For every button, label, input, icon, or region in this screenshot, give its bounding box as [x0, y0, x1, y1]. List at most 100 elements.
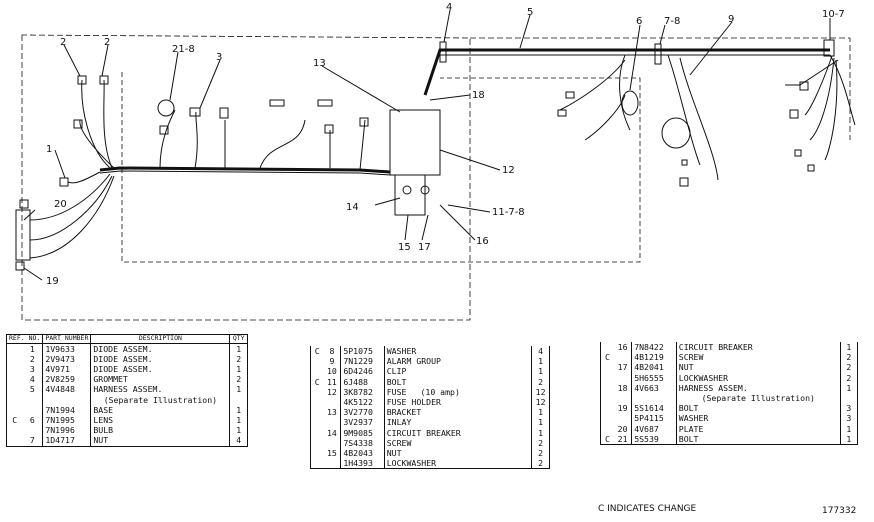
ref-number [614, 352, 633, 363]
part-number: 7N8422 [631, 342, 677, 353]
ref-number [614, 372, 633, 383]
quantity: 1 [531, 417, 550, 428]
callout: 14 [346, 202, 359, 213]
qty-header: QTY [229, 334, 248, 344]
change-mark [311, 417, 324, 427]
ref-number [323, 417, 342, 428]
change-mark [311, 356, 324, 366]
part-number: 3V2937 [340, 417, 385, 428]
description: NUT [386, 448, 402, 459]
description: WASHER [386, 346, 417, 356]
desc-header: DESCRIPTION [90, 334, 231, 344]
description: CIRCUIT BREAKER [678, 342, 753, 352]
ref-number: 15 [323, 448, 342, 459]
change-mark [601, 413, 615, 423]
quantity: 1 [839, 342, 858, 353]
part-number: 6J488 [340, 376, 385, 387]
quantity: 1 [229, 425, 248, 436]
description: BASE [93, 404, 114, 415]
description: HARNESS ASSEM. [678, 382, 748, 393]
callout: 20 [54, 199, 67, 210]
ref-number [22, 425, 44, 436]
ref-number: 8 [323, 346, 342, 357]
description: GROMMET [93, 374, 128, 385]
description: SCREW [678, 352, 704, 363]
change-mark [601, 383, 615, 393]
part-header: PART NUMBER [42, 334, 92, 344]
callout: 6 [636, 16, 642, 27]
part-number: 2V8259 [42, 374, 92, 385]
part-number: 4V663 [631, 382, 677, 394]
description: LOCKWASHER [386, 458, 437, 469]
part-number [42, 394, 92, 405]
quantity: 1 [839, 423, 858, 434]
description: LENS [93, 414, 114, 425]
callout: 3 [216, 52, 222, 63]
ref-number [22, 394, 44, 405]
description: BRACKET [386, 407, 422, 418]
change-legend: C INDICATES CHANGE [598, 504, 697, 514]
part-number: 7N1229 [340, 356, 385, 367]
description: INLAY [386, 417, 412, 428]
description-text: FUSE [386, 386, 407, 397]
part-number [631, 393, 677, 404]
part-number: 5H6555 [631, 372, 677, 383]
callout: 15 [398, 242, 411, 253]
callout: 9 [728, 14, 734, 25]
description: ALARM GROUP [386, 356, 441, 367]
main-harness [99, 166, 391, 174]
fuse-panel [389, 109, 441, 176]
description: WASHER [678, 413, 709, 424]
ref-number: 2 [22, 353, 44, 364]
ref-number [22, 404, 44, 415]
quantity: 1 [229, 414, 248, 426]
table-row: (Separate Illustration) [7, 394, 248, 405]
description: DIODE ASSEM. [93, 353, 153, 364]
drawing-number: 177332 [822, 506, 857, 516]
change-mark: C [314, 376, 320, 387]
change-mark [601, 342, 615, 352]
part-number: 5P4115 [631, 413, 677, 424]
quantity: 2 [229, 353, 248, 364]
description: (Separate Illustration) [701, 393, 815, 404]
change-mark [311, 387, 324, 397]
change-mark [7, 435, 23, 446]
change-mark [601, 403, 615, 413]
ref-number: 4 [22, 374, 44, 385]
ref-number: 3 [22, 363, 44, 375]
callout: 2 [60, 37, 66, 48]
callout: 1 [46, 144, 52, 155]
ref-number: 10 [323, 366, 342, 377]
ref-number: 5 [22, 384, 44, 395]
description: CIRCUIT BREAKER [386, 427, 461, 438]
ref-number: 6 [22, 414, 44, 426]
ref-number: 18 [614, 382, 633, 394]
callout: 5 [527, 7, 533, 18]
panel-inner-outline [121, 72, 641, 263]
callout: 18 [472, 90, 485, 101]
description: HARNESS ASSEM. [93, 384, 163, 395]
ref-number: 19 [614, 403, 633, 414]
change-mark [7, 354, 23, 364]
part-number: 9M9085 [340, 427, 385, 438]
part-number: 4B2041 [631, 362, 677, 373]
quantity: 2 [229, 374, 248, 385]
description: DIODE ASSEM. [93, 343, 153, 354]
quantity: 2 [531, 376, 550, 387]
description: FUSE(10 amp) [384, 387, 531, 397]
